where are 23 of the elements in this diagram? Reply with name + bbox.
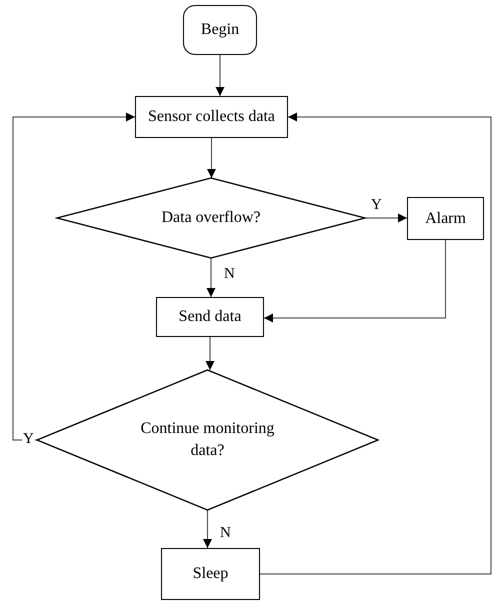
node-text: Sleep <box>192 564 228 584</box>
node-text: Send data <box>178 307 242 328</box>
arrow <box>206 336 214 370</box>
process-box <box>161 548 260 600</box>
terminal-box <box>183 5 257 55</box>
node-text: Alarm <box>425 208 466 229</box>
arrow <box>12 112 136 440</box>
decision-diamond <box>37 370 378 510</box>
decision-diamond <box>57 178 365 258</box>
node-text: Data overflow? <box>161 208 261 228</box>
arrow <box>206 258 216 298</box>
process-box <box>135 96 288 138</box>
node-text: Sensor collects data <box>148 107 276 128</box>
arrow <box>264 240 446 322</box>
node-text: Begin <box>200 20 240 40</box>
arrow <box>216 54 224 96</box>
process-box <box>407 197 484 240</box>
arrow <box>203 510 212 548</box>
arrow <box>260 112 492 574</box>
process-box <box>156 297 264 337</box>
node-text: Continue monitoring data? <box>140 419 276 461</box>
arrow <box>364 214 408 222</box>
arrow <box>207 138 216 178</box>
